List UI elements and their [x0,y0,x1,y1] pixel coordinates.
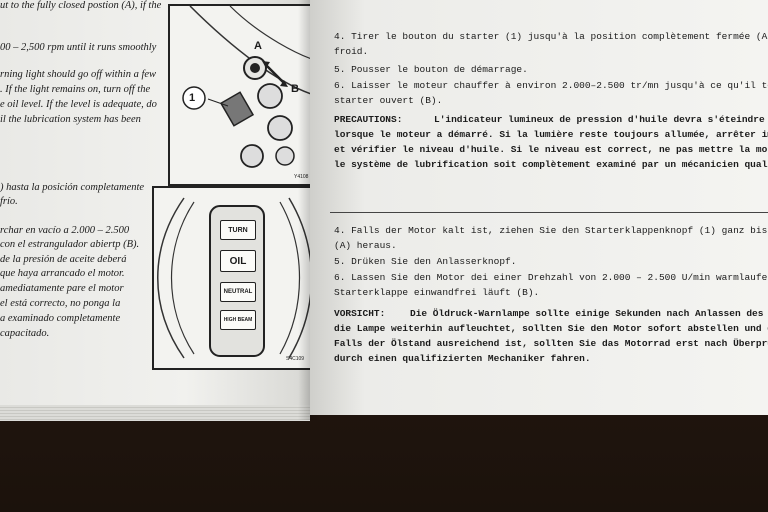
spanish-line-4: con el estrangulador abiertp (B). [0,239,140,250]
english-line-6: il the lubrication system has been [0,114,141,125]
spanish-line-1: ) hasta la posición completamente [0,182,145,193]
left-page: ut to the fully closed postion (A), if t… [0,0,310,420]
french-step-6: 6. Laisser le moteur chauffer à environ … [334,80,768,91]
starter-knob-drawing [182,5,310,168]
precautions-line-4: le système de lubrification soit complèt… [334,159,768,170]
spanish-line-3: rchar en vacío a 2.000 – 2.500 [0,225,130,236]
right-page: 4. Tirer le bouton du starter (1) jusqu'… [310,0,768,415]
german-step-5: 5. Drüken Sie den Anlasserknopf. [334,256,517,267]
french-step-5: 5. Pousser le bouton de démarrage. [334,64,528,75]
spanish-line-10: capacitado. [0,328,50,339]
neutral-indicator-lamp: NEUTRAL [220,282,256,302]
precautions-line-3: et vérifier le niveau d'huile. Si le niv… [334,144,768,155]
starter-knob-figure: A B 1 Y4108 [168,4,310,186]
vorsicht-heading: VORSICHT: [334,308,386,319]
vorsicht-line-4: durch einen qualifizierten Mechaniker fa… [334,353,591,364]
english-line-2: 00 – 2,500 rpm until it runs smoothly [0,42,157,53]
vorsicht-line-3: Falls der Ölstand ausreichend ist, sollt… [334,338,768,349]
indicator-panel-arcs [157,197,310,359]
figure-label-b: B [291,83,299,95]
precautions-line-2: lorsque le moteur a démarré. Si la lumiè… [334,129,768,140]
panel-figure-code: S4C109 [286,356,305,362]
french-step-4: 4. Tirer le bouton du starter (1) jusqu'… [334,31,768,42]
german-step-4-cont: (A) heraus. [334,240,397,251]
spanish-line-6: que haya arrancado el motor. [0,268,125,279]
german-step-6: 6. Lassen Sie den Motor dei einer Drehza… [334,272,768,283]
oil-warning-lamp: OIL [220,250,256,272]
figure-label-a: A [254,40,262,52]
english-line-4: . If the light remains on, turn off the [0,84,151,95]
english-line-5: e oil level. If the level is adequate, d… [0,99,157,110]
page-edges [0,405,310,421]
german-step-4: 4. Falls der Motor kalt ist, ziehen Sie … [334,225,768,236]
figure-code: Y4108 [294,170,308,184]
figure-callout-1: 1 [189,92,196,104]
indicator-panel-figure: TURN OIL NEUTRAL HIGH BEAM S4C109 [152,186,310,370]
english-line-1: ut to the fully closed postion (A), if t… [0,0,162,11]
french-step-6-cont: starter ouvert (B). [334,95,443,106]
vorsicht-line-2: die Lampe weiterhin aufleuchtet, sollten… [334,323,768,334]
spanish-line-5: de la presión de aceite deberá [0,254,127,265]
vorsicht-line-1: Die Öldruck-Warnlampe sollte einige Seku… [410,308,768,319]
high-beam-indicator-lamp: HIGH BEAM [220,310,256,330]
french-step-4-cont: froid. [334,46,369,57]
precautions-heading: PRECAUTIONS: [334,114,403,125]
english-line-3: rning light should go off within a few [0,69,157,80]
german-step-6-cont: Starterklappe einwandfrei läuft (B). [334,287,540,298]
turn-indicator-lamp: TURN [220,220,256,240]
section-divider [330,212,768,213]
spanish-line-7: amediatamente pare el motor [0,283,124,294]
spanish-line-8: el está correcto, no ponga la [0,298,121,309]
spanish-line-9: a examinado completamente [0,313,121,324]
precautions-line-1: L'indicateur lumineux de pression d'huil… [434,114,768,125]
spanish-line-2: frío. [0,196,18,207]
